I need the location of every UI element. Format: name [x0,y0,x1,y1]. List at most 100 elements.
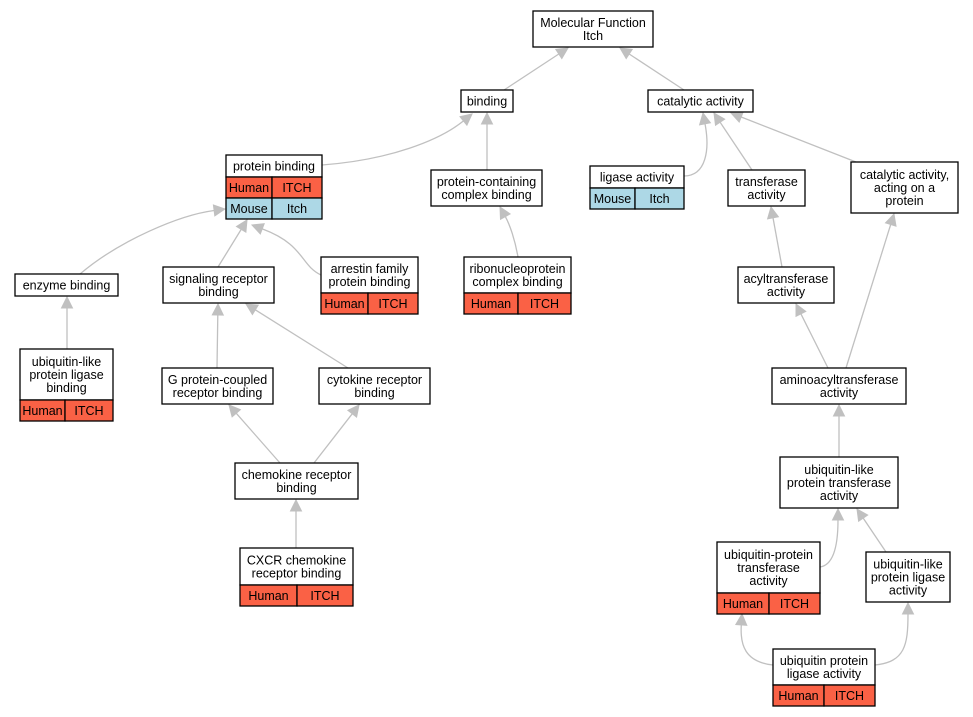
node-label-line: binding [467,95,507,109]
arrowhead-icon [289,498,303,512]
node-label-line: acting on a [874,181,935,195]
node-box [727,169,806,207]
node-box [647,89,754,113]
node-box [460,89,514,113]
gene-cell [271,197,323,220]
arrowhead-icon [729,111,744,124]
node-box [161,367,274,405]
node-binding[interactable]: binding [460,89,514,113]
gene-cell [296,584,354,607]
gene-cell [634,187,685,210]
arrowhead-icon [228,404,242,418]
node-box [234,462,359,500]
node-label-line: activity [820,489,859,503]
arrowhead-icon [713,112,726,127]
node-label-line: transferase [737,561,800,575]
node-label-line: CXCR chemokine [247,554,346,568]
node-box [850,161,959,214]
node-box [865,551,951,603]
node-label-line: activity [820,386,859,400]
edge-aminoacyltransferase-activity-to-acyltransferase-activity [800,313,829,369]
gene-cell [768,592,821,615]
species-label: Human [324,297,364,311]
edge-protein-binding-to-binding [321,120,464,166]
node-label-line: protein [885,194,923,208]
node-ubiquitin-protein-transferase-activity[interactable]: ubiquitin-proteintransferaseactivityHuma… [716,541,821,615]
arrowhead-icon [250,223,265,235]
node-label-line: receptor binding [252,567,342,581]
node-label-line: ribonucleoprotein [470,262,566,276]
edge-ribonucleoprotein-complex-binding-to-protein-containing-complex-binding [504,216,519,258]
node-label-line: complex binding [472,275,562,289]
arrowhead-icon [211,302,225,316]
node-label-line: enzyme binding [23,279,111,293]
gene-label: ITCH [378,297,407,311]
gene-cell [517,292,572,315]
gene-label: ITCH [310,589,339,603]
edge-acyltransferase-activity-to-transferase-activity [772,217,783,268]
node-box [463,256,572,294]
node-label-line: transferase [735,175,798,189]
gene-label: ITCH [74,404,103,418]
node-label-line: ubiquitin-like [32,355,102,369]
node-label-line: activity [749,574,788,588]
edge-arrestin-family-protein-binding-to-protein-binding [262,228,322,276]
node-box [430,169,543,207]
arrowhead-icon [884,212,897,227]
node-label-line: catalytic activity, [860,168,949,182]
arrowhead-icon [499,206,512,221]
edge-cytokine-receptor-binding-to-signaling-receptor-binding [254,309,349,369]
node-label-line: protein-containing [437,175,536,189]
gene-label: Itch [287,202,307,216]
edge-signaling-receptor-binding-to-protein-binding [217,229,242,268]
gene-label: ITCH [530,297,559,311]
gene-label: ITCH [282,181,311,195]
node-label-line: G protein-coupled [168,373,267,387]
edge-ligase-activity-to-catalytic-activity [683,123,708,177]
arrowhead-icon [698,111,712,126]
node-box [779,456,899,509]
node-catalytic-activity[interactable]: catalytic activity [647,89,754,113]
node-label-line: protein binding [328,275,410,289]
arrowhead-icon [795,302,807,318]
node-label-line: receptor binding [173,386,263,400]
gene-cell [64,399,114,422]
arrowhead-icon [212,204,227,217]
arrowhead-icon [245,303,260,316]
edge-g-protein-coupled-receptor-binding-to-signaling-receptor-binding [216,314,219,369]
edge-chemokine-receptor-binding-to-g-protein-coupled-receptor-binding [235,412,281,464]
node-label-line: acyltransferase [744,272,829,286]
edge-ubiquitin-like-protein-ligase-activity-to-ubiquitin-like-protein-transferase-activity [862,517,887,553]
node-label-line: ligase activity [600,171,675,185]
species-label: Human [471,297,511,311]
species-label: Mouse [230,202,268,216]
gene-label: Itch [649,192,669,206]
node-label-line: protein ligase [29,368,103,382]
edge-enzyme-binding-to-protein-binding [79,209,215,275]
node-enzyme-binding[interactable]: enzyme binding [14,273,119,297]
node-label-line: ubiquitin protein [780,654,868,668]
node-box [771,367,907,405]
edge-aminoacyltransferase-activity-to-catalytic-activity-on-protein [845,224,892,369]
node-label-line: aminoacyltransferase [780,373,899,387]
